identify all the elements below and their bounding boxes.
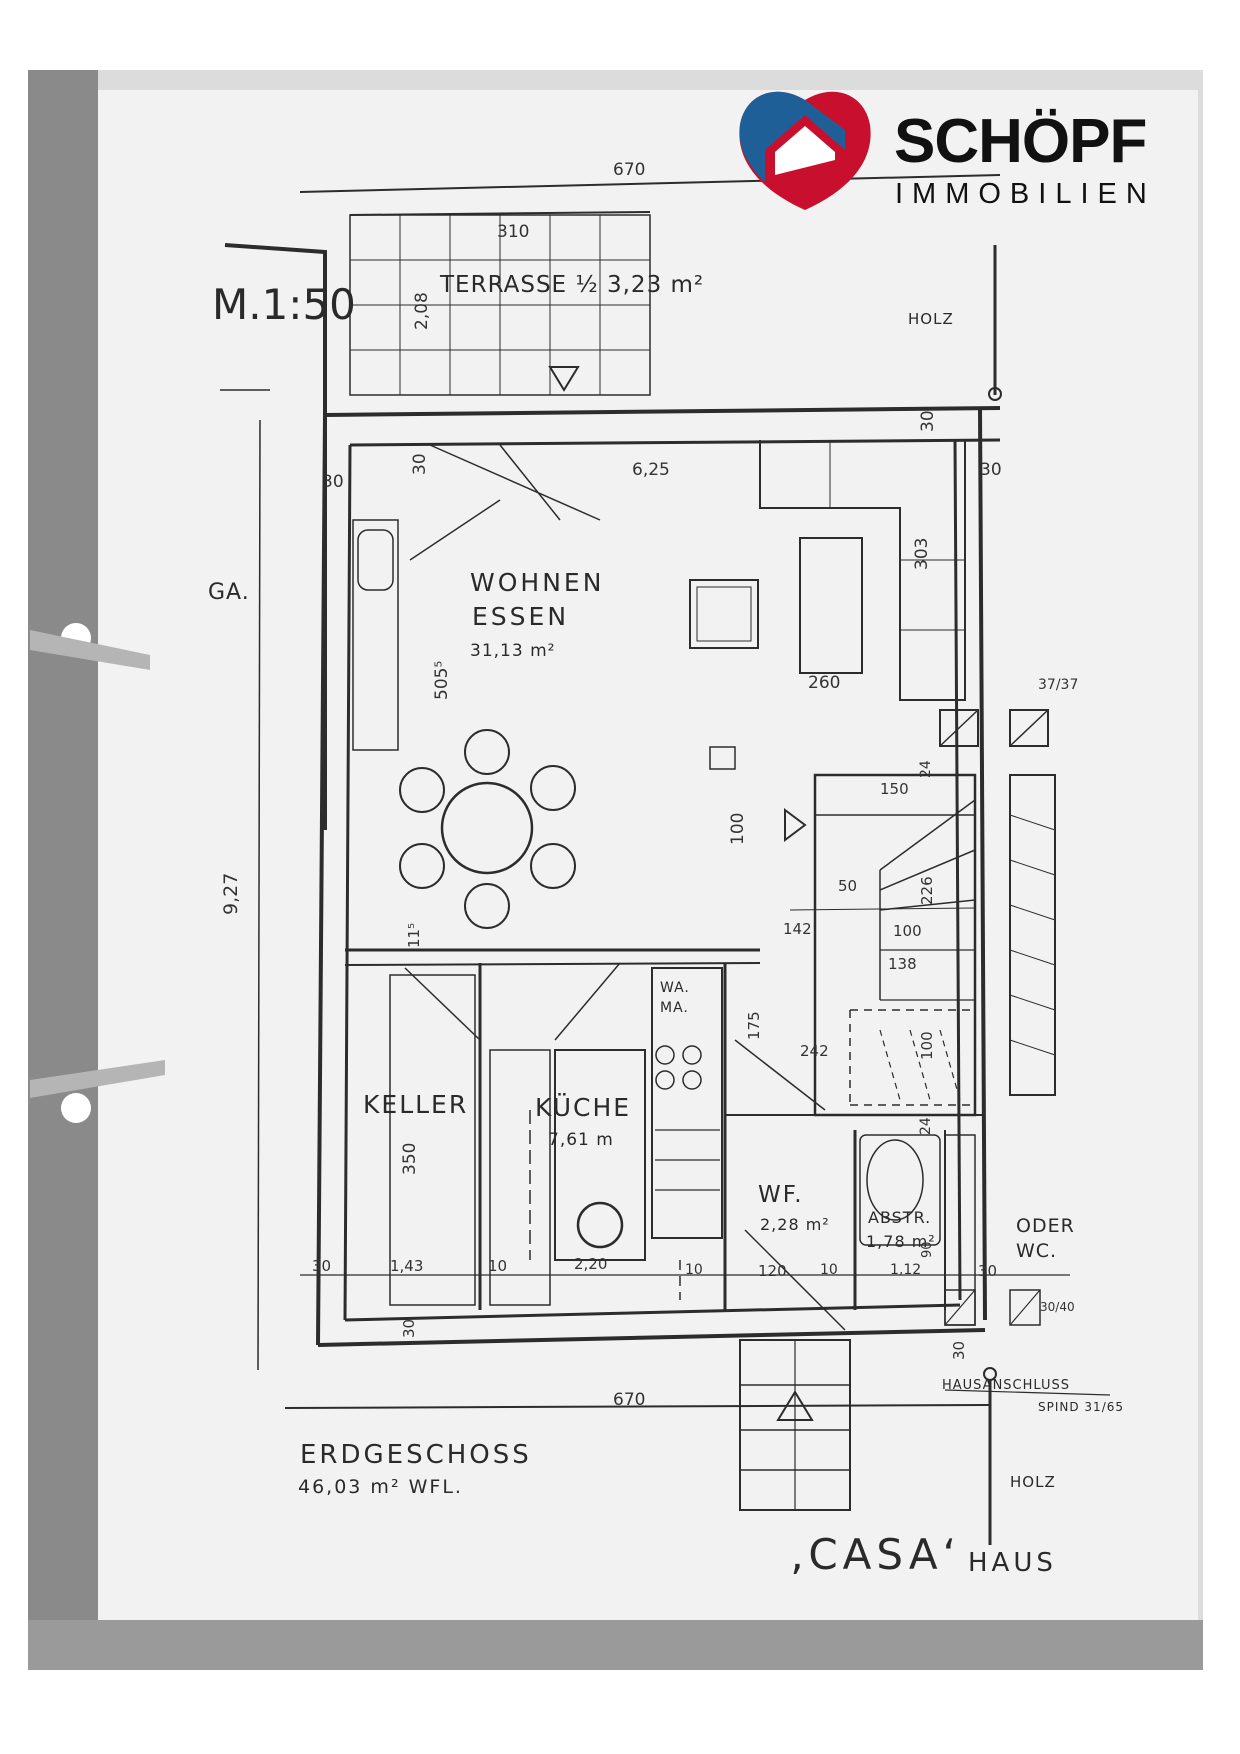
dim-260: 260 [808, 673, 841, 693]
dim-138: 138 [888, 955, 917, 973]
dim-30-f: 30 [978, 1262, 998, 1280]
wama-label-2: MA. [660, 1000, 689, 1016]
dim-150: 150 [880, 780, 909, 798]
dim-100-c: 100 [918, 1031, 936, 1060]
bottom-shadow [28, 1620, 1203, 1670]
room-essen: ESSEN [472, 602, 570, 631]
floor-area: 46,03 m² WFL. [298, 1476, 463, 1498]
dim-927: 9,27 [220, 872, 242, 915]
plan-scale: M.1:50 [212, 280, 356, 329]
dim-100-b: 100 [893, 922, 922, 940]
room-terrasse: TERRASSE ½ 3,23 m² [440, 272, 705, 298]
holz-bottom-label: HOLZ [1010, 1473, 1056, 1491]
dim-670-bottom: 670 [613, 1390, 646, 1410]
wc-label: WC. [1016, 1240, 1058, 1262]
logo-subtitle: IMMOBILIEN [895, 178, 1156, 210]
dim-3040: 30/40 [1040, 1300, 1075, 1314]
punch-hole [61, 1093, 91, 1123]
floor-name: ERDGESCHOSS [300, 1440, 532, 1470]
wama-label: WA. [660, 980, 690, 996]
dim-175: 175 [745, 1011, 763, 1040]
dim-120: 120 [758, 1262, 787, 1280]
dim-10-a: 10 [488, 1257, 508, 1275]
plan-lines [220, 174, 1111, 1545]
binder-clip [30, 1060, 165, 1098]
dim-30-d: 30 [980, 460, 1002, 480]
dim-3737: 37/37 [1038, 677, 1079, 693]
dim-670-top: 670 [613, 160, 646, 180]
dim-50: 50 [838, 877, 858, 895]
house-name: ‚CASA‘ [790, 1530, 961, 1579]
dim-30-a: 30 [322, 472, 344, 492]
dim-142: 142 [783, 920, 812, 938]
dim-30-c: 30 [918, 410, 938, 432]
binder-shadow [28, 70, 98, 1670]
dim-30-b: 30 [410, 453, 430, 475]
dim-24-a: 24 [918, 760, 934, 778]
dim-350: 350 [400, 1142, 420, 1175]
dim-100-a: 100 [728, 812, 748, 845]
dim-242: 242 [800, 1042, 829, 1060]
dim-30-g: 30 [400, 1318, 418, 1338]
dim-112: 1,12 [890, 1262, 922, 1278]
dim-226: 226 [918, 876, 936, 905]
room-wf-area: 2,28 m² [760, 1215, 830, 1234]
spind-label: SPIND 31/65 [1038, 1400, 1125, 1414]
dim-115: 11⁵ [405, 922, 423, 948]
room-abstr-area: 1,78 m² [866, 1232, 936, 1251]
dim-24-b: 24 [918, 1117, 934, 1135]
dim-208: 2,08 [412, 292, 432, 330]
room-abstr: ABSTR. [868, 1208, 932, 1227]
dim-30-e: 30 [312, 1257, 332, 1275]
room-wohnen-area: 31,13 m² [470, 641, 556, 661]
dim-303: 303 [912, 537, 932, 570]
house-suffix: HAUS [968, 1548, 1057, 1578]
binder-clip [30, 630, 150, 670]
room-wohnen: WOHNEN [470, 568, 605, 597]
dim-310: 310 [497, 222, 530, 242]
dim-220: 2,20 [574, 1255, 608, 1273]
logo-heart-icon [739, 91, 871, 210]
room-kueche-area: 7,61 m [548, 1130, 614, 1150]
garage-label: GA. [208, 580, 250, 605]
logo-name: SCHÖPF [894, 107, 1147, 176]
oder-label: ODER [1016, 1215, 1075, 1237]
dim-90: 90 [920, 1241, 935, 1258]
dim-143: 1,43 [390, 1257, 424, 1275]
hausanschluss-label: HAUSANSCHLUSS [942, 1378, 1071, 1393]
room-keller: KELLER [363, 1090, 469, 1119]
dim-30-h: 30 [950, 1340, 968, 1360]
room-kueche: KÜCHE [535, 1093, 632, 1122]
holz-top-label: HOLZ [908, 310, 954, 328]
dim-625: 6,25 [632, 460, 670, 480]
room-wf: WF. [758, 1182, 804, 1208]
dim-10-b: 10 [685, 1262, 703, 1278]
dim-10-c: 10 [820, 1262, 838, 1278]
dim-505: 505⁵ [432, 660, 452, 700]
